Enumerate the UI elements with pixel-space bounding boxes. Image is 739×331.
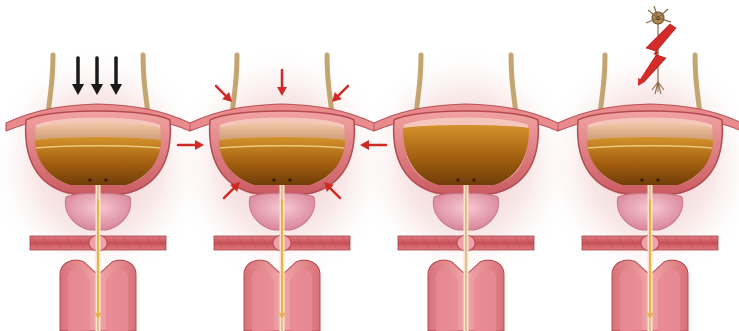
ureter-orifice (88, 178, 91, 181)
urine (403, 125, 529, 185)
corpus-left (68, 269, 90, 331)
corpus-right (474, 269, 496, 331)
ureter-orifice (472, 178, 475, 181)
ureter-orifice (640, 178, 643, 181)
corpus-left (252, 269, 274, 331)
ureter-orifice (656, 178, 659, 181)
ureter-orifice (288, 178, 291, 181)
panel-4 (540, 45, 739, 331)
corpus-right (106, 269, 128, 331)
ureter-orifice (272, 178, 275, 181)
corpus-right (290, 269, 312, 331)
corpus-right (658, 269, 680, 331)
ureter-orifice (456, 178, 459, 181)
corpus-left (620, 269, 642, 331)
corpus-left (436, 269, 458, 331)
ureter-orifice (104, 178, 107, 181)
